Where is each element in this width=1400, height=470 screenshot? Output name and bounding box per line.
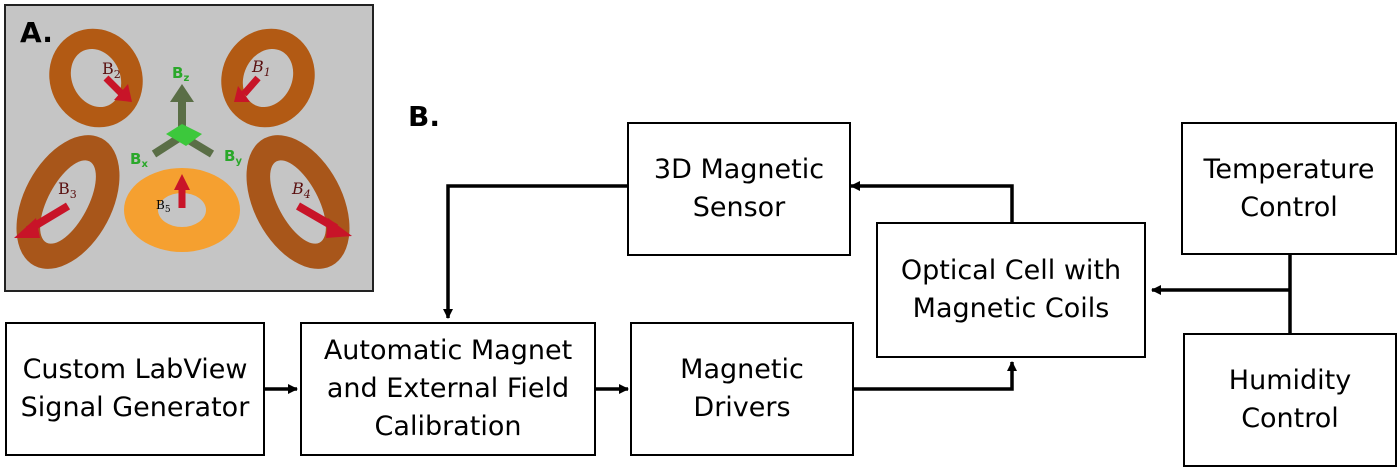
arrow-b1-icon [234, 86, 250, 102]
box-signal-generator: Custom LabView Signal Generator [5, 322, 265, 456]
coil-b2 [49, 28, 143, 128]
arrow-drivers-to-optical-cell [854, 361, 1017, 391]
label-by: By [224, 147, 242, 167]
label-b2: B2 [102, 59, 121, 81]
axis-origin-cube-icon [166, 124, 202, 146]
label-b5: B5 [156, 198, 171, 215]
coil-illustration: B2 B1 B3 B4 B5 Bz Bx By [14, 28, 352, 269]
box-humidity-control: Humidity Control [1183, 333, 1397, 467]
coil-b5 [124, 168, 240, 252]
axis-z-icon [170, 84, 194, 102]
box-optical-cell: Optical Cell with Magnetic Coils [876, 222, 1146, 358]
coil-b3 [14, 135, 120, 269]
label-bx: Bx [130, 150, 148, 170]
arrow-optical-cell-to-sensor [850, 181, 1014, 222]
box-magnetic-drivers: Magnetic Drivers [630, 322, 854, 456]
box-magnetic-sensor: 3D Magnetic Sensor [627, 122, 851, 256]
axis-triad [151, 84, 215, 158]
arrow-b3-icon [14, 218, 40, 238]
box-calibration: Automatic Magnet and External Field Cali… [300, 322, 596, 456]
coil-illustration-panel: B2 B1 B3 B4 B5 Bz Bx By A. [4, 4, 374, 292]
label-bz: Bz [172, 64, 189, 84]
coil-b1 [221, 28, 315, 128]
arrow-b5-icon [174, 174, 190, 190]
panel-a-label: A. [20, 16, 53, 49]
coil-b4 [246, 135, 352, 269]
panel-b-label: B. [408, 100, 440, 133]
arrow-sensor-to-calibration [443, 184, 627, 319]
box-temperature-control: Temperature Control [1181, 122, 1397, 255]
label-b1: B1 [251, 57, 271, 79]
label-b4: B4 [291, 179, 311, 201]
arrow-b4-icon [326, 218, 352, 238]
label-b3: B3 [58, 179, 77, 201]
arrow-b2-icon [114, 84, 132, 102]
